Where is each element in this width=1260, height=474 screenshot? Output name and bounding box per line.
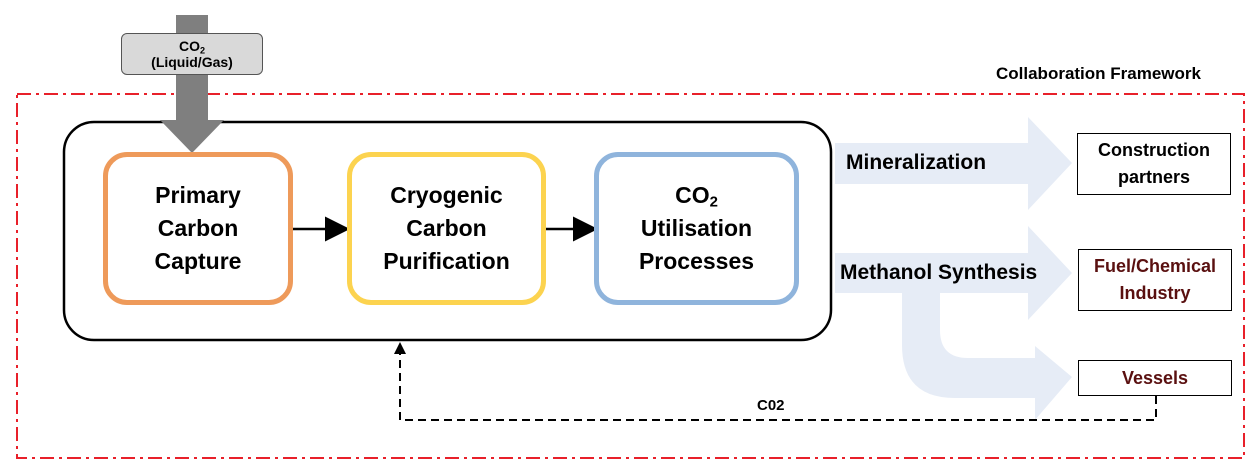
methanol-route-arrow [835, 226, 1072, 320]
stage-label-line: Cryogenic [390, 182, 503, 208]
co2-input-box: CO2 (Liquid/Gas) [121, 33, 263, 75]
stage-label-line: Processes [638, 248, 755, 274]
stage-label-line: Carbon [406, 215, 487, 241]
fuel-chemical-industry-box: Fuel/Chemical Industry [1078, 249, 1232, 311]
co2-input-chem: CO [178, 38, 200, 54]
stage-label-line: Carbon [157, 215, 239, 241]
stage-cryogenic-carbon-purification: Cryogenic Carbon Purification [347, 152, 546, 305]
stage-label-line: Primary [155, 182, 241, 208]
collaboration-framework-border [16, 93, 1245, 459]
vessels-label: Vessels [1121, 367, 1189, 388]
target-label-line: partners [1117, 167, 1191, 187]
co2-input-chem-sub: 2 [199, 45, 206, 56]
return-flow-label: C02 [757, 397, 785, 414]
mineralization-label: Mineralization [846, 151, 987, 174]
construction-partners-box: Construction partners [1077, 133, 1231, 195]
stage-co2-utilisation-processes: CO2 Utilisation Processes [594, 152, 799, 305]
vessels-box: Vessels [1078, 360, 1232, 396]
stage-label-line: Utilisation [640, 215, 753, 241]
collaboration-framework-label: Collaboration Framework [996, 64, 1201, 83]
target-label-line: Fuel/Chemical [1093, 256, 1217, 276]
stage-primary-carbon-capture: Primary Carbon Capture [103, 152, 293, 305]
stage-label-line: Capture [154, 248, 242, 274]
target-label-line: Construction [1098, 140, 1210, 160]
return-flow-arrowhead [394, 342, 406, 354]
target-label-line: Industry [1119, 283, 1191, 303]
stage-co2-chem: CO [675, 182, 710, 208]
vessels-route-arrow [902, 290, 1072, 420]
methanol-synthesis-label: Methanol Synthesis [840, 261, 1038, 284]
stage-co2-chem-sub: 2 [709, 193, 718, 211]
stage-label-line: Purification [383, 248, 510, 274]
co2-input-state: (Liquid/Gas) [151, 54, 233, 70]
mineralization-route-arrow [835, 117, 1072, 210]
